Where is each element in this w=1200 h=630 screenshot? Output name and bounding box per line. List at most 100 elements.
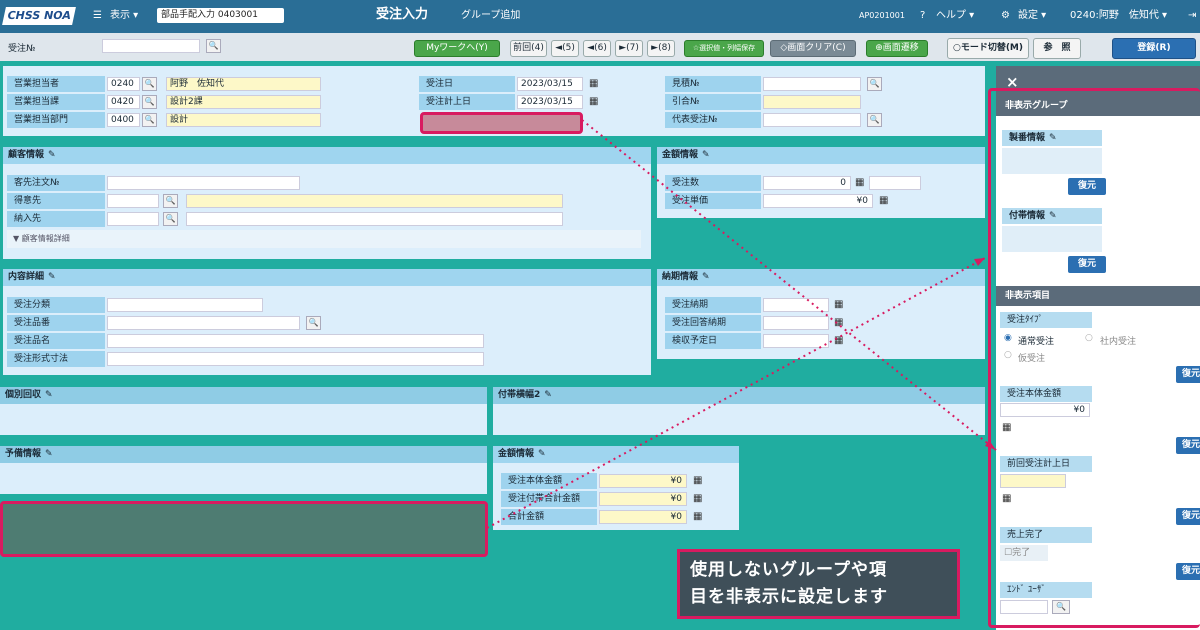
restore-button[interactable]: 復元 (1068, 256, 1106, 273)
screen-field[interactable]: 部品手配入力 0403001 (157, 8, 284, 23)
settings-menu[interactable]: 設定 ▾ (1018, 10, 1047, 21)
estimate-search-icon[interactable]: 🔍 (867, 77, 882, 91)
calendar-icon[interactable]: ▦ (834, 317, 844, 328)
rep-order-input[interactable] (763, 113, 861, 127)
calculator-icon[interactable]: ▦ (879, 195, 889, 206)
radio-selected-icon[interactable]: ◉ (1004, 333, 1012, 343)
calculator-icon[interactable]: ▦ (693, 493, 703, 504)
user-menu[interactable]: 0240:阿野 佐知代 ▾ (1070, 10, 1168, 21)
help-menu[interactable]: ヘルプ ▾ (936, 10, 975, 21)
calendar-icon[interactable]: ▦ (589, 78, 599, 89)
last-button[interactable]: ►(8) (647, 40, 675, 57)
close-icon[interactable]: × (1006, 73, 1019, 91)
restore-button[interactable]: 復元 (1176, 366, 1200, 383)
dept-name-input[interactable]: 設計 (166, 113, 321, 127)
pencil-icon[interactable]: ✎ (702, 150, 710, 160)
pencil-icon[interactable]: ✎ (45, 390, 53, 400)
rep-search-icon[interactable]: 🔍 (142, 77, 157, 91)
selection-save-button[interactable]: ☆選択値・列幅保存 (684, 40, 764, 57)
delivery-code-input[interactable] (107, 212, 159, 226)
sidebar-end-user-input[interactable] (1000, 600, 1048, 614)
delivery-name-input[interactable] (186, 212, 563, 226)
radio-icon[interactable]: ○ (1085, 333, 1093, 343)
display-menu-icon[interactable]: ☰ (93, 10, 102, 21)
restore-button[interactable]: 復元 (1176, 508, 1200, 525)
cust-order-input[interactable] (107, 176, 300, 190)
calculator-icon[interactable]: ▦ (855, 177, 865, 188)
sidebar-body-amount-input[interactable]: ¥0 (1000, 403, 1090, 417)
restore-button[interactable]: 復元 (1068, 178, 1106, 195)
pencil-icon[interactable]: ✎ (48, 150, 56, 160)
part-name-input[interactable] (107, 334, 484, 348)
inspect-input[interactable] (763, 334, 829, 348)
rep-name-input[interactable]: 阿野 佐知代 (166, 77, 321, 91)
pencil-icon[interactable]: ✎ (1049, 133, 1057, 143)
calendar-icon[interactable]: ▦ (1002, 493, 1012, 504)
client-code-input[interactable] (107, 194, 159, 208)
order-post-input[interactable]: 2023/03/15 (517, 95, 583, 109)
mywork-button[interactable]: Myワークへ(Y) (414, 40, 500, 57)
order-date-input[interactable]: 2023/03/15 (517, 77, 583, 91)
calendar-icon[interactable]: ▦ (834, 299, 844, 310)
pencil-icon[interactable]: ✎ (538, 449, 546, 459)
customer-detail-toggle[interactable]: ▼ 顧客情報詳細 (7, 230, 641, 248)
screen-clear-button[interactable]: ◇画面クリア(C) (770, 40, 856, 57)
delivery-search-icon[interactable]: 🔍 (163, 212, 178, 226)
next-button[interactable]: ►(7) (615, 40, 643, 57)
dept-code-input[interactable]: 0400 (107, 113, 140, 127)
screen-transition-button[interactable]: ⊕画面遷移 (866, 40, 928, 57)
rep-code-input[interactable]: 0240 (107, 77, 140, 91)
qty-input[interactable]: 0 (763, 176, 851, 190)
form-input[interactable] (107, 352, 484, 366)
inquiry-input[interactable] (763, 95, 861, 109)
help-icon[interactable]: ? (920, 10, 926, 21)
checkbox-icon[interactable]: ☐ (1004, 548, 1013, 558)
first-button[interactable]: ◄(5) (551, 40, 579, 57)
part-no-search-icon[interactable]: 🔍 (306, 316, 321, 330)
end-user-search-icon[interactable]: 🔍 (1052, 600, 1070, 614)
calendar-icon[interactable]: ▦ (834, 335, 844, 346)
sidebar-prev-post-input[interactable] (1000, 474, 1066, 488)
pencil-icon[interactable]: ✎ (1049, 211, 1057, 221)
display-menu[interactable]: 表示 ▾ (110, 10, 139, 21)
rep-order-search-icon[interactable]: 🔍 (867, 113, 882, 127)
reply-input[interactable] (763, 316, 829, 330)
due-input[interactable] (763, 298, 829, 312)
unit-price-input[interactable]: ¥0 (763, 194, 873, 208)
pencil-icon[interactable]: ✎ (48, 272, 56, 282)
pencil-icon[interactable]: ✎ (544, 390, 552, 400)
restore-button[interactable]: 復元 (1176, 563, 1200, 580)
total-amount-input[interactable]: ¥0 (599, 510, 687, 524)
prev-button[interactable]: 前回(4) (510, 40, 547, 57)
reference-button[interactable]: 参 照 (1033, 38, 1081, 59)
calendar-icon[interactable]: ▦ (589, 96, 599, 107)
order-no-search-icon[interactable]: 🔍 (206, 39, 221, 53)
client-name-input[interactable] (186, 194, 563, 208)
option-internal[interactable]: 社内受注 (1100, 337, 1137, 347)
back-button[interactable]: ◄(6) (583, 40, 611, 57)
gear-icon[interactable]: ⚙ (1001, 10, 1010, 21)
body-amount-input[interactable]: ¥0 (599, 474, 687, 488)
section-name-input[interactable]: 設計2課 (166, 95, 321, 109)
section-search-icon[interactable]: 🔍 (142, 95, 157, 109)
calculator-icon[interactable]: ▦ (693, 511, 703, 522)
pencil-icon[interactable]: ✎ (702, 272, 710, 282)
section-code-input[interactable]: 0420 (107, 95, 140, 109)
attach-amount-input[interactable]: ¥0 (599, 492, 687, 506)
estimate-input[interactable] (763, 77, 861, 91)
radio-icon[interactable]: ○ (1004, 350, 1012, 360)
qty-unit-input[interactable] (869, 176, 921, 190)
order-no-input[interactable] (102, 39, 200, 53)
sidebar-complete-checkbox[interactable]: ☐完了 (1000, 545, 1048, 561)
option-temp[interactable]: 仮受注 (1018, 354, 1046, 364)
logout-icon[interactable]: ⇥ (1188, 10, 1197, 21)
client-search-icon[interactable]: 🔍 (163, 194, 178, 208)
restore-button[interactable]: 復元 (1176, 437, 1200, 454)
part-no-input[interactable] (107, 316, 300, 330)
calculator-icon[interactable]: ▦ (693, 475, 703, 486)
class-input[interactable] (107, 298, 263, 312)
register-button[interactable]: 登録(R) (1112, 38, 1196, 59)
mode-toggle-button[interactable]: ○モード切替(M) (947, 38, 1029, 59)
pencil-icon[interactable]: ✎ (45, 449, 53, 459)
calculator-icon[interactable]: ▦ (1002, 422, 1012, 433)
